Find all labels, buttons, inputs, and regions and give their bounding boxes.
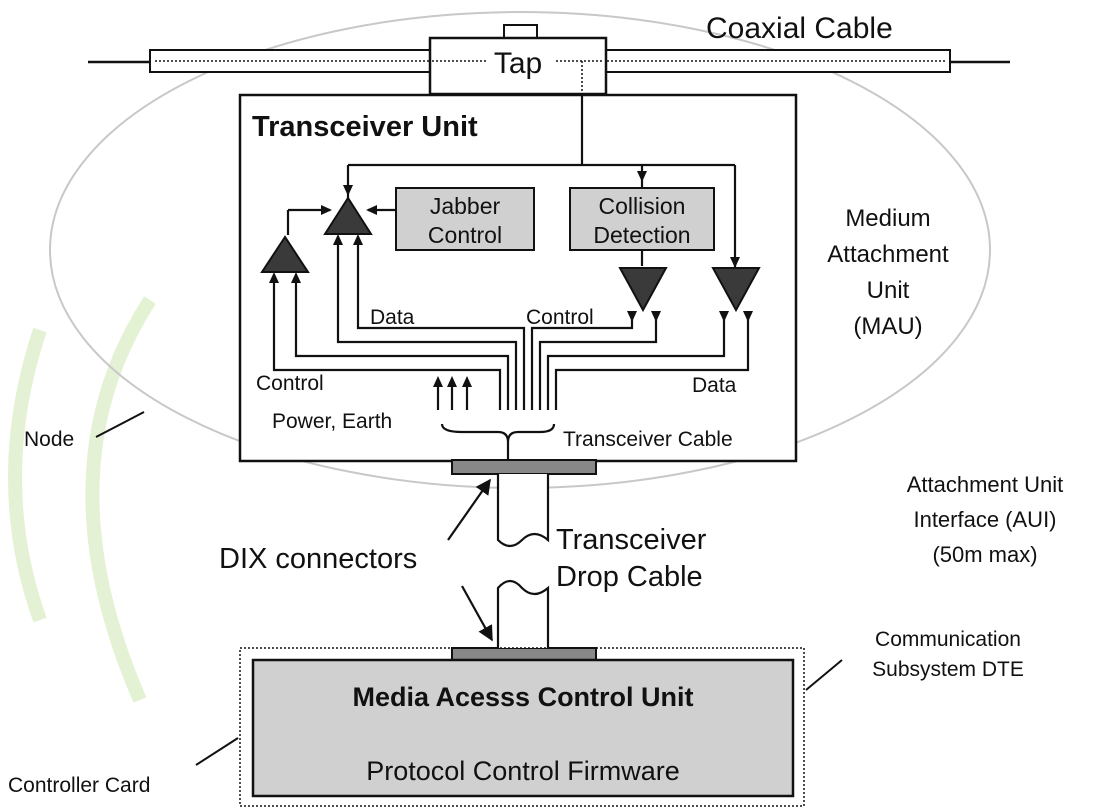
mau-label-1: Medium: [845, 205, 930, 232]
data-right-label: Data: [692, 374, 737, 397]
leader-lines: [95, 411, 843, 766]
data-left-label: Data: [370, 306, 415, 329]
tap-label: Tap: [494, 47, 542, 80]
transceiver-cable-label: Transceiver Cable: [563, 428, 733, 451]
aui-label-2: Interface (AUI): [913, 507, 1056, 532]
drop-cable: [451, 459, 597, 661]
mac-unit-title: Media Acesss Control Unit: [352, 682, 693, 712]
drop-cable-label-2: Drop Cable: [556, 561, 703, 593]
comm-subsystem-label-2: Subsystem DTE: [872, 658, 1024, 681]
jabber-label-2: Control: [428, 222, 502, 248]
communication-subsystem-outline: [239, 647, 805, 807]
upper-dix-connector: [451, 459, 597, 475]
data-up-amplifier: [323, 196, 373, 235]
transceiver-unit-box: [238, 93, 798, 463]
jabber-control-box: [395, 187, 535, 251]
collision-label-2: Detection: [593, 222, 690, 248]
coaxial-cable-label: Coaxial Cable: [706, 12, 893, 45]
aui-label-1: Attachment Unit: [907, 472, 1064, 497]
jabber-label-1: Jabber: [430, 193, 501, 219]
amplifiers: [260, 196, 761, 313]
power-earth-label: Power, Earth: [272, 410, 392, 433]
dix-connectors-label: DIX connectors: [219, 543, 417, 575]
node-label: Node: [24, 428, 74, 451]
control-down-amplifier: [618, 267, 668, 313]
mau-label-4: (MAU): [853, 313, 922, 340]
mac-unit-box: [251, 658, 795, 798]
collision-label-1: Collision: [599, 193, 686, 219]
controller-card-label: Controller Card: [8, 774, 150, 797]
aui-label-3: (50m max): [932, 542, 1037, 567]
watermark-arcs: [8, 296, 156, 703]
control-right-label: Control: [526, 306, 594, 329]
comm-subsystem-label-1: Communication: [875, 628, 1021, 651]
control-left-label: Control: [256, 372, 324, 395]
internal-wiring: [272, 96, 750, 460]
control-up-amplifier: [260, 235, 310, 273]
arrowheads: [269, 171, 753, 387]
protocol-firmware-label: Protocol Control Firmware: [366, 756, 680, 786]
dix-arrows: [447, 478, 493, 642]
mau-label-3: Unit: [867, 277, 910, 304]
mau-label-2: Attachment: [827, 241, 949, 268]
tap: [428, 24, 608, 96]
drop-cable-label-1: Transceiver: [556, 524, 707, 556]
lower-dix-connector: [451, 647, 597, 661]
data-down-amplifier: [711, 267, 761, 313]
transceiver-unit-title: Transceiver Unit: [252, 111, 478, 143]
